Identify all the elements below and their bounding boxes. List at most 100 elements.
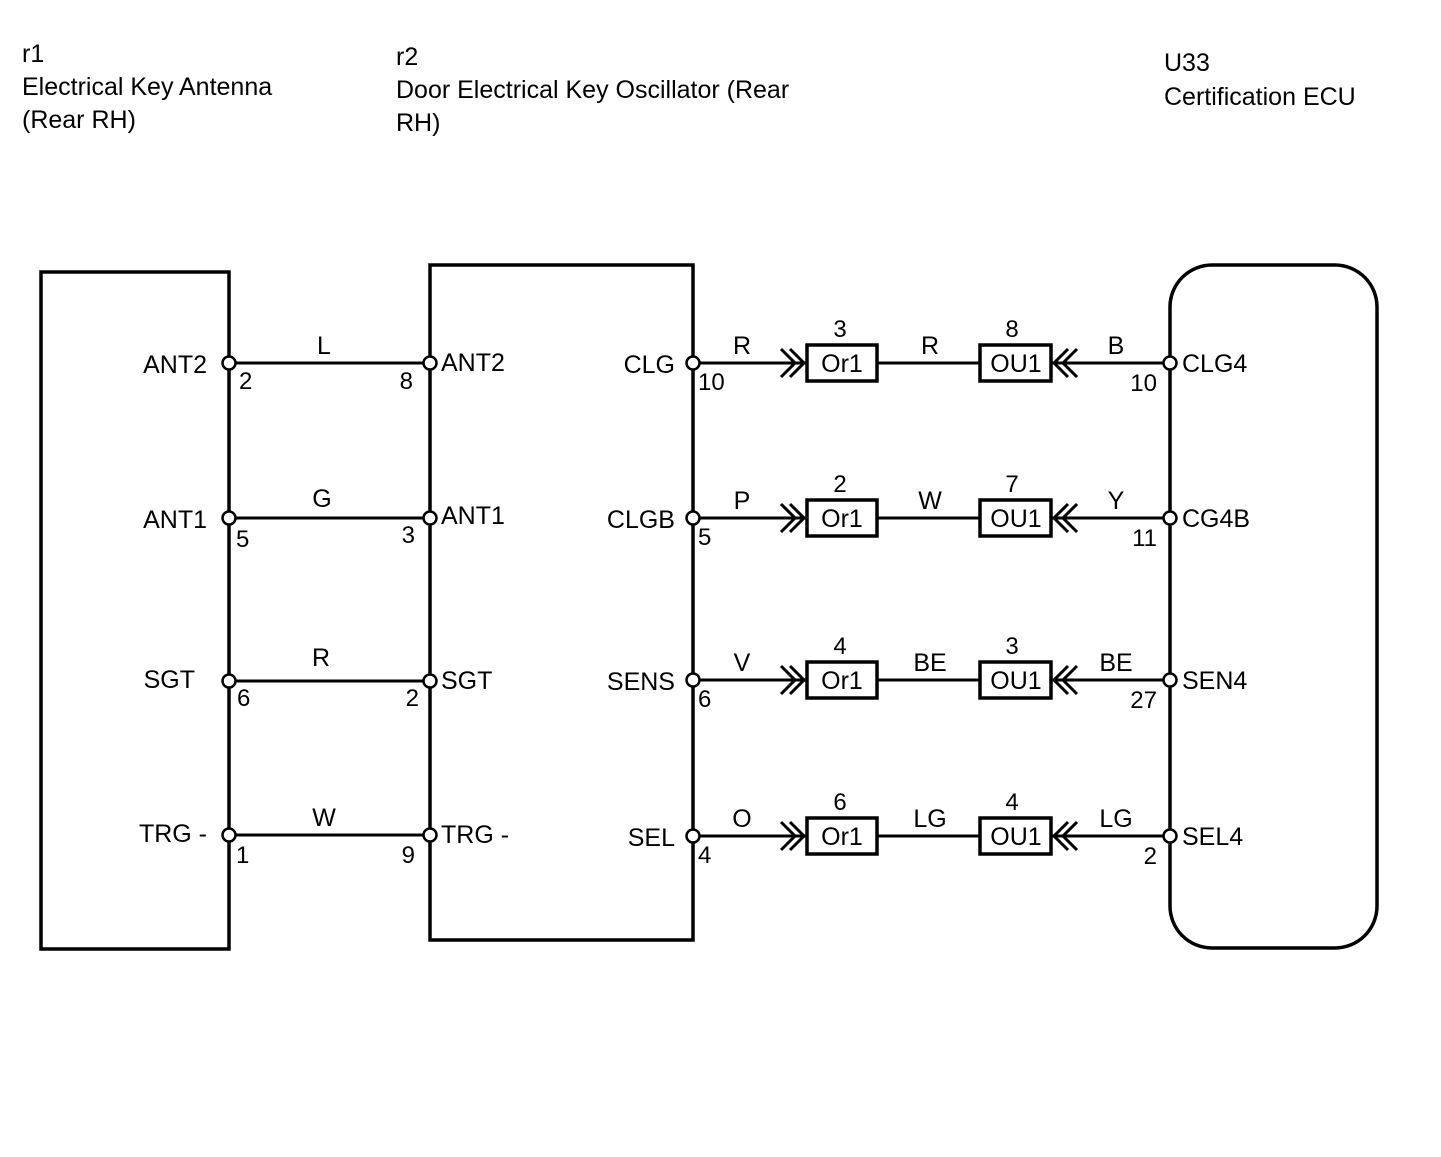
terminal (422, 355, 438, 371)
wire-color: W (312, 804, 336, 832)
u33-title: U33 Certification ECU (1164, 49, 1356, 111)
u33-component-box (1168, 263, 1379, 950)
r2-code: r2 (396, 43, 418, 71)
r1-pin-number: 1 (236, 842, 249, 869)
male-connector-symbol (779, 820, 807, 852)
r2-pin-label: ANT2 (441, 349, 505, 377)
u33-code: U33 (1164, 49, 1210, 77)
ecu-pin-number: 27 (1130, 687, 1157, 714)
terminal (422, 510, 438, 526)
r2-pin-label: CLGB (607, 506, 675, 534)
r2-pin-label: SEL (628, 824, 675, 852)
ou1-connector-box (978, 816, 1053, 856)
terminal (422, 673, 438, 689)
ou1-connector-box (978, 498, 1053, 538)
r1-pin-number: 2 (239, 368, 252, 395)
terminal (221, 355, 237, 371)
ou1-connector-label: OU1 (990, 667, 1041, 695)
r1-pin-number: 6 (237, 685, 250, 712)
r2-pin-number: 5 (698, 524, 711, 551)
r2-pin-label: SENS (607, 668, 675, 696)
ecu-pin-number: 11 (1132, 525, 1157, 552)
r1-component-box (39, 270, 231, 951)
r1-title: r1 Electrical Key Antenna (Rear RH) (22, 40, 272, 134)
r1-pin-label: SGT (144, 666, 195, 694)
or1-connector-box (805, 816, 879, 856)
ou1-pin-number: 4 (1005, 789, 1018, 816)
r1-code: r1 (22, 40, 44, 68)
left-wire-0: ANT2 2 L 8 ANT2 (143, 332, 505, 395)
or1-connector-label: Or1 (821, 505, 863, 533)
wire-color: LG (1099, 805, 1132, 833)
or1-pin-number: 3 (833, 316, 846, 343)
right-wires: CLG10R3Or1R8OU1B10CLG4CLGB5P2Or1W7OU1Y11… (607, 316, 1250, 870)
left-wire-3: TRG - 1 W 9 TRG - (139, 804, 509, 869)
terminal (685, 355, 701, 371)
or1-connector-label: Or1 (821, 823, 863, 851)
terminal (685, 510, 701, 526)
or1-pin-number: 6 (833, 789, 846, 816)
r2-component-box (428, 263, 695, 942)
terminal (1162, 672, 1178, 688)
r2-pin-number: 9 (402, 842, 415, 869)
or1-connector-box (805, 660, 879, 700)
r1-pin-label: ANT1 (143, 506, 207, 534)
terminal (685, 828, 701, 844)
r2-pin-number: 4 (698, 842, 711, 869)
wire-color: W (918, 487, 942, 515)
r2-pin-number: 10 (698, 369, 725, 396)
terminal (422, 827, 438, 843)
wire-color: Y (1108, 487, 1125, 515)
r1-name-line1: Electrical Key Antenna (22, 73, 272, 101)
wire-color: R (733, 332, 751, 360)
ou1-connector-box (978, 343, 1053, 383)
wire-color: LG (913, 805, 946, 833)
r1-pin-label: TRG - (139, 820, 207, 848)
left-wire-1: ANT1 5 G 3 ANT1 (143, 485, 505, 553)
wire-color: R (312, 644, 330, 672)
r2-pin-label: TRG - (441, 821, 509, 849)
r2-pin-number: 3 (402, 522, 415, 549)
ecu-pin-label: CLG4 (1182, 350, 1247, 378)
ou1-connector-label: OU1 (990, 505, 1041, 533)
wire-color: B (1108, 332, 1125, 360)
r2-pin-number: 2 (406, 685, 419, 712)
wire-color: L (317, 332, 331, 360)
male-connector-symbol (779, 664, 807, 696)
r2-pin-label: CLG (624, 351, 675, 379)
ecu-pin-number: 2 (1144, 843, 1157, 870)
r2-name-line2: RH) (396, 109, 440, 137)
or1-pin-number: 2 (833, 471, 846, 498)
ecu-pin-number: 10 (1130, 370, 1157, 397)
ecu-pin-label: CG4B (1182, 505, 1250, 533)
ou1-connector-box (978, 660, 1053, 700)
r2-pin-label: ANT1 (441, 502, 505, 530)
ou1-connector-label: OU1 (990, 823, 1041, 851)
u33-name-line1: Certification ECU (1164, 83, 1356, 111)
or1-connector-box (805, 343, 879, 383)
male-connector-symbol (779, 502, 807, 534)
wire-color: BE (1099, 649, 1132, 677)
female-connector-symbol (1051, 820, 1079, 852)
wire-color: G (312, 485, 331, 513)
ecu-pin-label: SEN4 (1182, 667, 1247, 695)
r2-pin-label: SGT (441, 667, 492, 695)
wire-color: O (732, 805, 751, 833)
female-connector-symbol (1051, 347, 1079, 379)
r1-pin-number: 5 (236, 526, 249, 553)
r1-name-line2: (Rear RH) (22, 106, 136, 134)
terminal (221, 827, 237, 843)
r2-pin-number: 6 (698, 686, 711, 713)
r2-pin-number: 8 (400, 368, 413, 395)
r1-pin-label: ANT2 (143, 351, 207, 379)
left-wire-2: SGT 6 R 2 SGT (144, 644, 493, 712)
wire-color: BE (913, 649, 946, 677)
r2-name-line1: Door Electrical Key Oscillator (Rear (396, 76, 789, 104)
male-connector-symbol (779, 347, 807, 379)
wire-color: R (921, 332, 939, 360)
r2-title: r2 Door Electrical Key Oscillator (Rear … (396, 43, 789, 137)
